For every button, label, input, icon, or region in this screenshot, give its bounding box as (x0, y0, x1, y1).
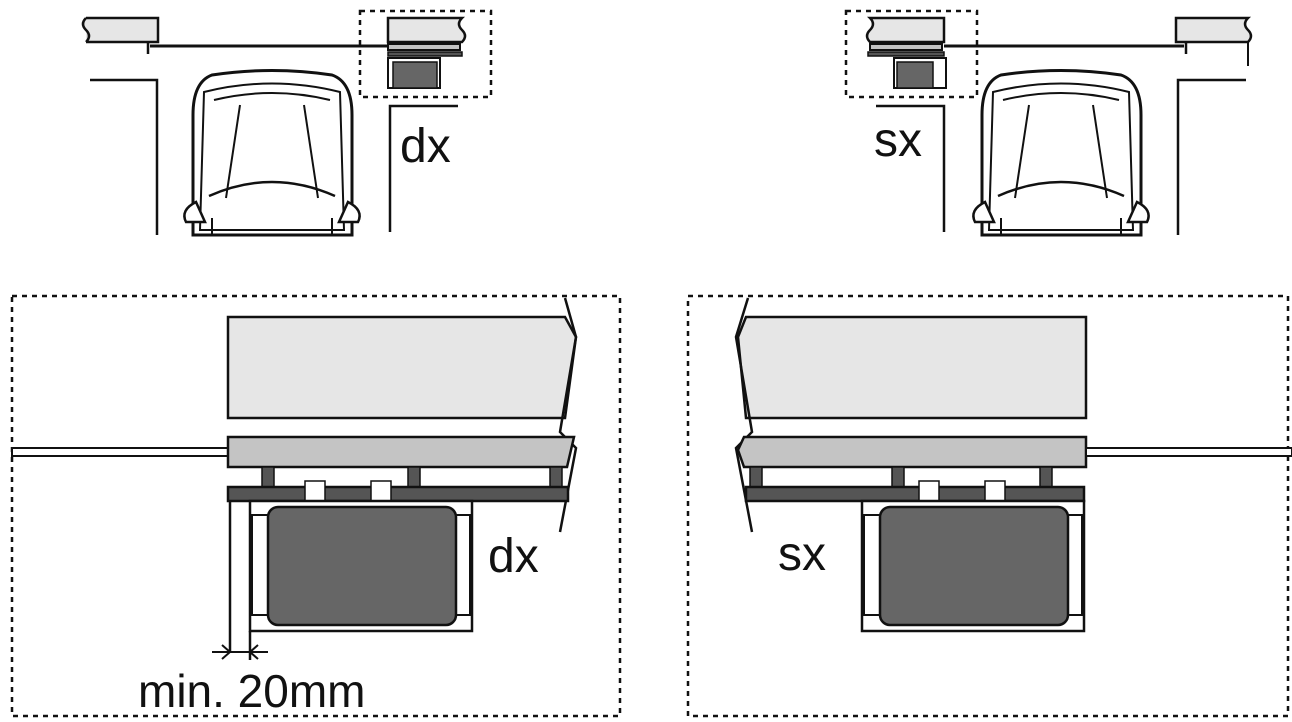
top-view-right-hand (81, 9, 493, 237)
label-min-clearance: min. 20mm (138, 665, 365, 717)
label-dx-detail: dx (488, 530, 539, 583)
label-dx-top: dx (400, 120, 451, 173)
label-sx-detail: sx (778, 528, 826, 581)
car-icon (971, 69, 1151, 237)
detail-left-hand (686, 294, 1292, 718)
label-sx-top: sx (874, 114, 922, 167)
top-view-left-hand (844, 9, 1253, 237)
car-icon (182, 69, 362, 237)
detail-right-hand (10, 294, 622, 718)
